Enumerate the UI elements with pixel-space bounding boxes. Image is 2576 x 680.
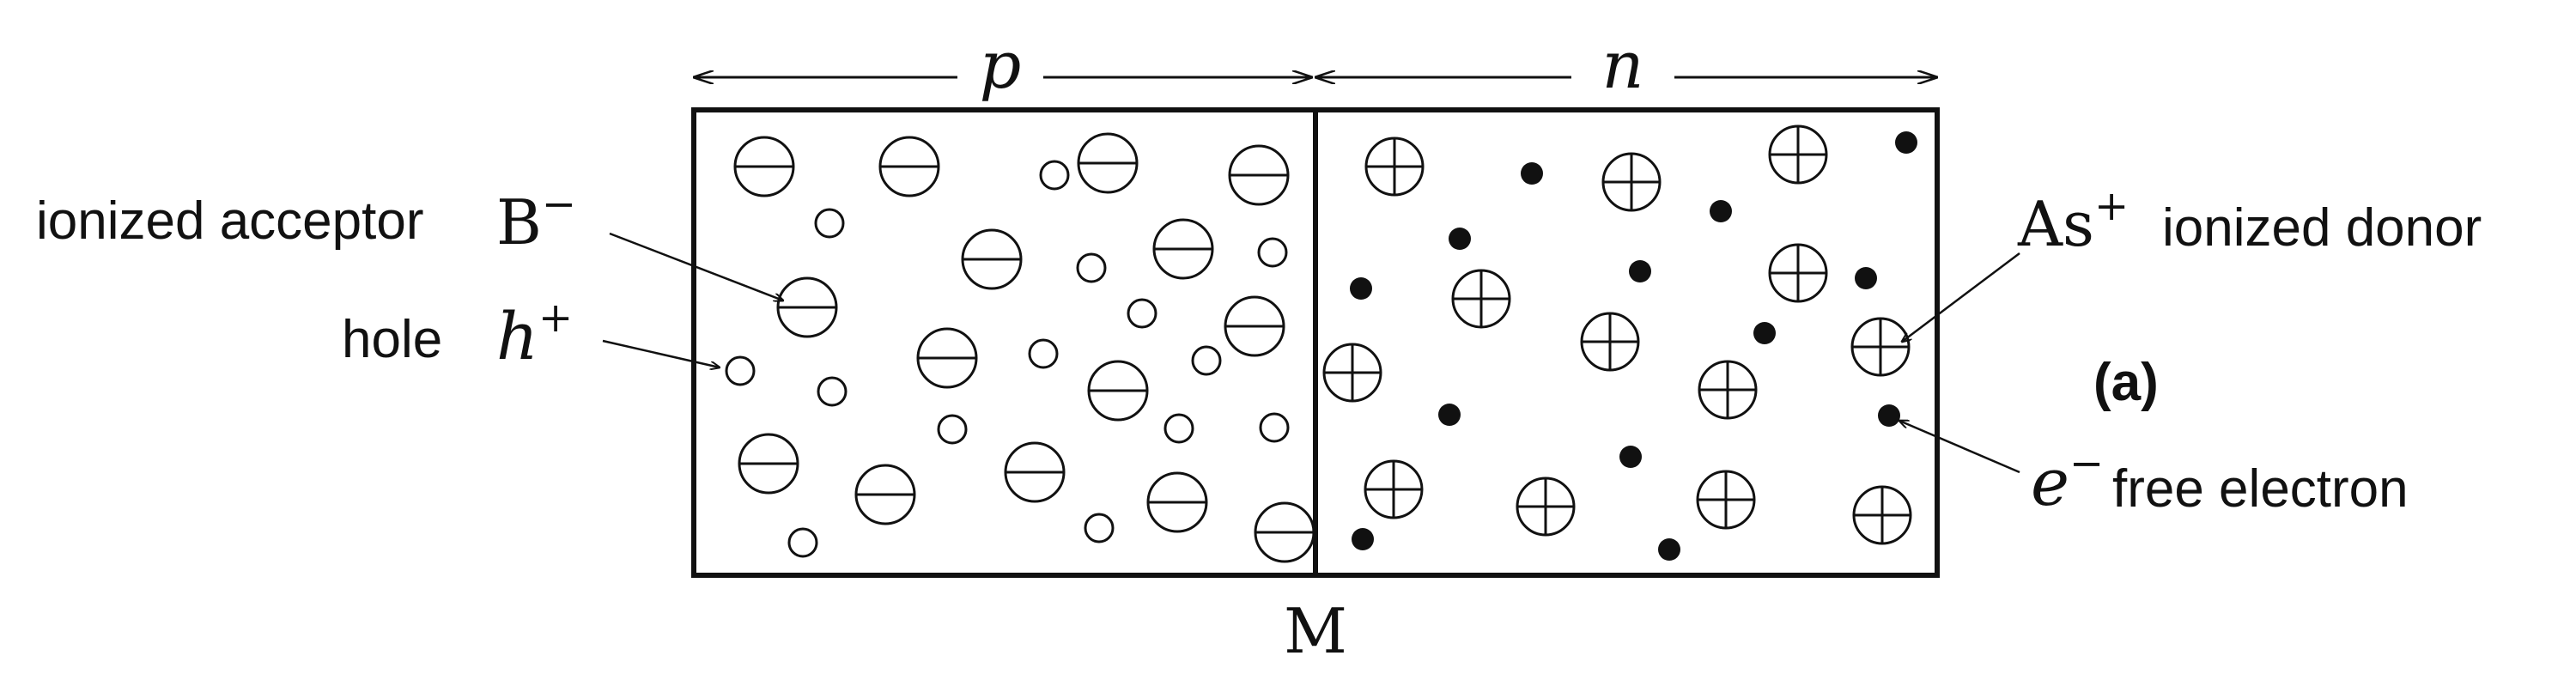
hole [1259,412,1290,443]
ionized-donor-group [1322,124,1912,545]
free-electron [1658,538,1680,561]
free-electron [1895,131,1917,154]
free-electron [1619,446,1642,468]
donor-charge: + [2094,182,2129,230]
ionized-acceptor [1152,218,1214,280]
ionized-acceptor [1077,132,1139,194]
ionized-donor [1850,317,1911,377]
ionized-donor [1516,477,1576,537]
hole-group [725,160,1290,558]
acceptor-symbol: B− [496,180,576,258]
free-electron [1438,404,1461,426]
ionized-donor [1364,459,1424,519]
free-electron [1878,404,1900,427]
free-electron [1350,277,1372,300]
ionized-acceptor [961,228,1023,290]
free-electron-group [1350,131,1917,561]
ionized-donor [1768,124,1828,185]
ionized-donor [1852,485,1912,545]
ionized-donor [1322,343,1382,403]
hole [1076,252,1107,283]
hole-pointer-arrow [602,339,720,367]
electron-annotation-text: free electron [2112,459,2409,519]
hole [1257,237,1288,268]
ionized-donor [1451,269,1511,329]
donor-symbol-letter: As [2017,188,2094,260]
ionized-acceptor [733,136,795,197]
ionized-donor [1364,137,1425,197]
hole [1191,345,1222,376]
free-electron [1521,162,1543,185]
ionized-acceptor [916,327,978,389]
n-region-dimension: n [1315,27,1937,103]
acceptor-charge: − [542,180,576,228]
panel-label: (a) [2093,353,2159,412]
hole-symbol-letter: h [496,298,538,374]
acceptor-pointer-arrow [609,232,783,301]
p-region-label: p [980,27,1022,103]
hole [1163,413,1194,444]
free-electron [1352,528,1374,550]
electron-charge: − [2069,440,2104,488]
ionized-acceptor [1004,441,1066,503]
acceptor-symbol-letter: B [496,186,542,258]
ionized-acceptor [738,433,799,495]
ionized-acceptor [854,464,916,525]
electron-symbol: e− [2031,440,2104,520]
ionized-acceptor [776,276,838,338]
hole [1028,338,1059,369]
hole [1039,160,1070,191]
acceptor-annotation: ionized acceptor B− [36,180,783,301]
ionized-donor [1601,152,1662,212]
ionized-acceptor [878,136,940,197]
acceptor-annotation-text: ionized acceptor [36,191,424,251]
electron-annotation: e− free electron [1899,421,2409,520]
ionized-donor [1698,360,1758,420]
donor-symbol: As+ [2017,182,2129,260]
donor-pointer-arrow [1902,252,2020,342]
ionized-donor [1580,312,1640,372]
electron-symbol-letter: e [2031,444,2069,520]
free-electron [1855,267,1877,289]
hole [725,355,756,386]
ionized-acceptor-group [733,132,1315,563]
hole [787,527,818,558]
ionized-acceptor [1087,360,1149,422]
free-electron [1449,228,1471,250]
ionized-donor [1696,470,1756,530]
hole [1084,513,1115,543]
ionized-acceptor [1224,295,1285,357]
free-electron [1710,200,1732,222]
hole-annotation: hole h+ [342,294,720,374]
free-electron [1629,260,1651,282]
electron-pointer-arrow [1899,421,2020,474]
hole-symbol: h+ [496,294,573,374]
p-region-dimension: p [694,27,1312,103]
n-region-label: n [1602,27,1644,103]
donor-annotation: As+ ionized donor [1902,182,2482,342]
donor-annotation-text: ionized donor [2162,198,2482,258]
ionized-acceptor [1254,501,1315,563]
hole-charge: + [538,294,573,342]
hole [1127,298,1157,329]
hole [814,208,845,239]
ionized-acceptor [1228,144,1290,206]
free-electron [1753,322,1776,344]
ionized-donor [1768,243,1828,303]
hole [817,376,848,407]
ionized-acceptor [1146,471,1208,533]
junction-label: M [1284,595,1347,667]
hole [937,414,968,445]
hole-annotation-text: hole [342,310,442,369]
